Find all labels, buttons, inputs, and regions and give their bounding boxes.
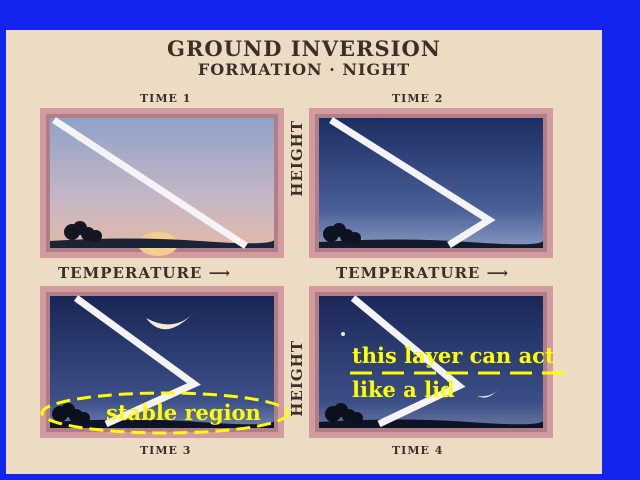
stable-region-label: stable region <box>106 400 261 425</box>
slide: GROUND INVERSION FORMATION · NIGHT TIME … <box>6 30 602 474</box>
panel-label-time-1: TIME 1 <box>140 92 192 105</box>
tree-icon <box>325 403 363 424</box>
arrow-right-icon: ⟶ <box>486 264 510 282</box>
moon-icon <box>477 386 501 398</box>
x-axis-label-left-text: TEMPERATURE <box>58 264 203 282</box>
lid-annotation-line-2: like a lid <box>352 377 455 402</box>
tree-icon <box>323 223 361 244</box>
diagram-title: GROUND INVERSION <box>167 36 441 61</box>
lid-annotation-line-1: this layer can act <box>352 343 555 368</box>
x-axis-label-left: TEMPERATURE ⟶ <box>58 264 231 282</box>
panel-label-time-4: TIME 4 <box>392 444 444 457</box>
panel-time-4 <box>309 286 553 438</box>
x-axis-label-right: TEMPERATURE ⟶ <box>336 264 509 282</box>
temperature-profile-line <box>52 117 248 249</box>
panel-label-time-2: TIME 2 <box>392 92 444 105</box>
ground <box>50 238 274 248</box>
temperature-profile-line <box>350 295 466 428</box>
ground <box>319 239 543 248</box>
temperature-profile-line <box>329 117 496 248</box>
arrow-right-icon: ⟶ <box>208 264 232 282</box>
x-axis-label-right-text: TEMPERATURE <box>336 264 481 282</box>
panel-time-2 <box>309 108 553 258</box>
panel-label-time-3: TIME 3 <box>140 444 192 457</box>
y-axis-label-bottom: HEIGHT <box>288 340 306 417</box>
tree-icon <box>64 221 102 242</box>
ground <box>319 419 543 428</box>
y-axis-label-top: HEIGHT <box>288 120 306 197</box>
moon-icon <box>146 310 196 330</box>
diagram-subtitle: FORMATION · NIGHT <box>197 60 411 79</box>
star-icon <box>341 332 345 336</box>
panel-time-1 <box>40 108 284 258</box>
